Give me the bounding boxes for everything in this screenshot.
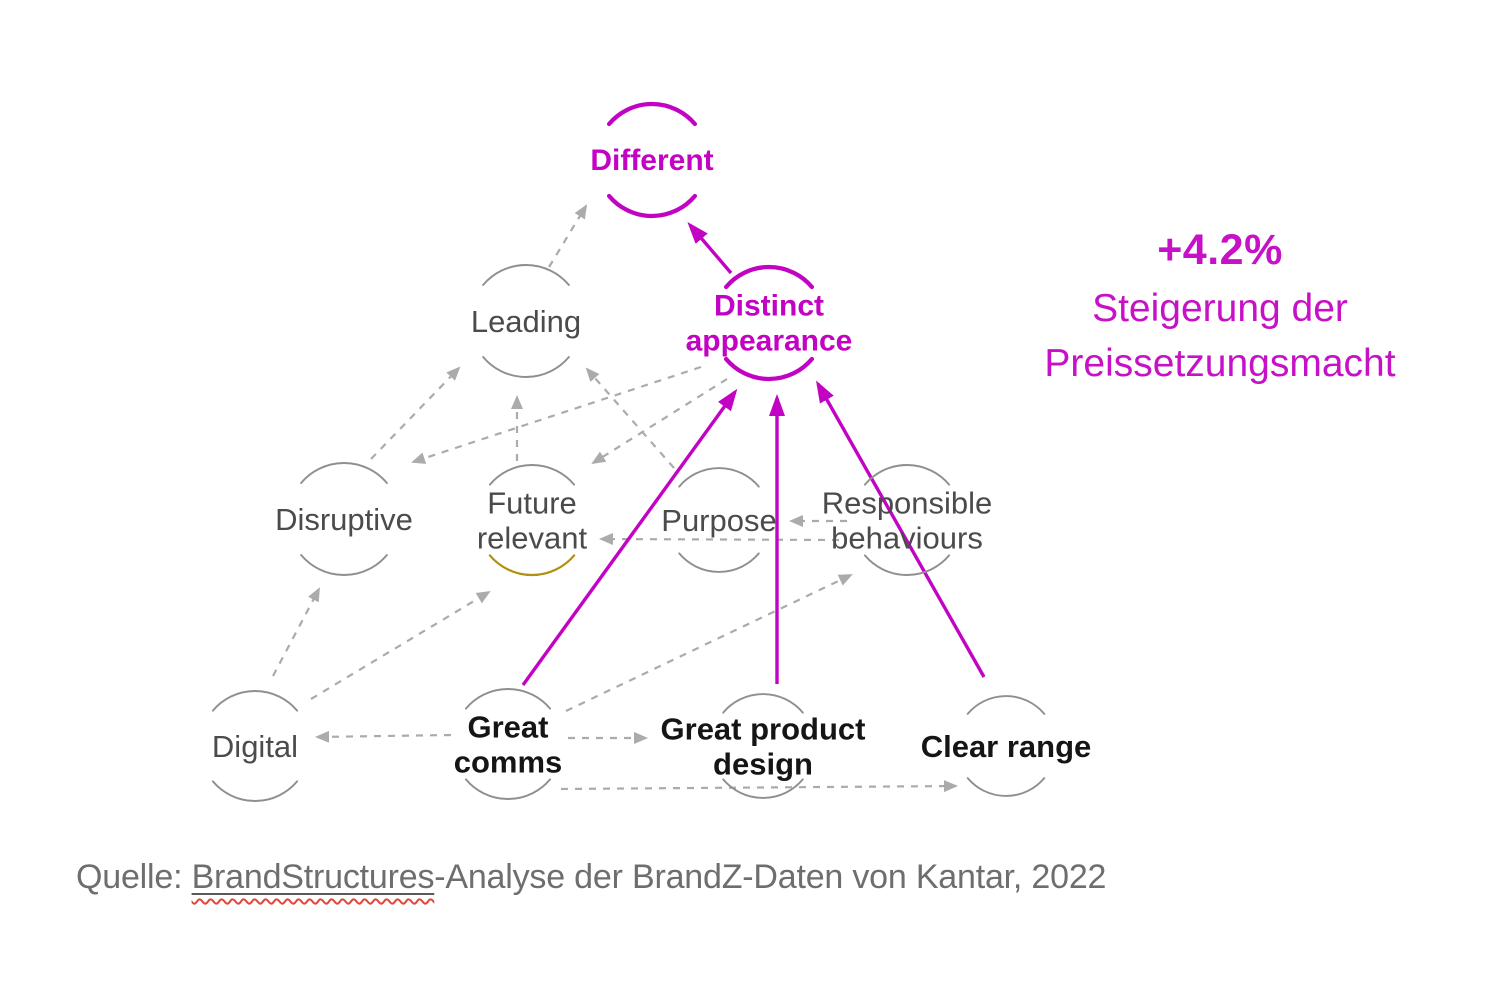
- node-purpose-top-arc: [678, 467, 760, 488]
- callout-value: +4.2%: [1157, 226, 1283, 274]
- edge-distinct-appearance-to-different: [687, 221, 733, 275]
- node-different-label: Different: [590, 144, 713, 177]
- source-line: Quelle: BrandStructures-Analyse der Bran…: [76, 858, 1416, 897]
- node-leading-top-arc: [482, 264, 570, 286]
- node-purpose-label: Purpose: [661, 503, 776, 538]
- edge-digital-to-future-relevant: [310, 590, 491, 700]
- node-great-comms-top-arc: [464, 688, 552, 710]
- edge-distinct-appearance-to-future-relevant: [591, 378, 728, 465]
- node-purpose-bottom-arc: [678, 552, 760, 573]
- node-leading: Leading: [471, 264, 581, 378]
- node-distinct-appearance-top-arc: [723, 264, 815, 290]
- callout-line2: Preissetzungsmacht: [1044, 342, 1396, 386]
- node-disruptive-bottom-arc: [300, 554, 388, 576]
- edge-disruptive-to-leading: [370, 366, 461, 460]
- node-disruptive: Disruptive: [275, 462, 413, 576]
- source-suffix: -Analyse der BrandZ-Daten von Kantar, 20…: [434, 858, 1107, 896]
- node-disruptive-label: Disruptive: [275, 502, 413, 537]
- edge-responsible-behaviours-to-future-relevant: [599, 533, 840, 546]
- node-digital-top-arc: [211, 690, 299, 712]
- edge-great-comms-to-clear-range: [560, 780, 958, 793]
- node-digital-bottom-arc: [211, 780, 299, 802]
- node-disruptive-top-arc: [300, 462, 388, 484]
- node-clear-range-bottom-arc: [966, 777, 1046, 797]
- edge-purpose-to-leading: [585, 367, 675, 469]
- pricing-power-callout: +4.2% Steigerung der Preissetzungsmacht: [970, 220, 1470, 392]
- edge-great-comms-to-responsible-behaviours: [565, 574, 853, 712]
- node-future-relevant-bottom-arc: [488, 554, 576, 577]
- node-digital-label: Digital: [212, 729, 298, 764]
- edges-layer: [272, 204, 986, 793]
- node-distinct-appearance-bottom-arc: [723, 356, 815, 382]
- node-future-relevant-top-arc: [488, 464, 576, 486]
- node-clear-range-top-arc: [966, 695, 1046, 715]
- edge-digital-to-disruptive: [272, 587, 320, 677]
- node-leading-label: Leading: [471, 304, 581, 339]
- source-prefix: Quelle:: [76, 858, 192, 896]
- edge-clear-range-to-distinct-appearance: [816, 380, 986, 678]
- node-leading-bottom-arc: [482, 356, 570, 378]
- edge-great-comms-to-digital: [315, 730, 452, 743]
- callout-line1: Steigerung der: [1092, 287, 1348, 331]
- node-great-comms-bottom-arc: [464, 778, 552, 800]
- edge-distinct-appearance-to-disruptive: [411, 365, 702, 464]
- source-brand-text: BrandStructures: [191, 858, 435, 896]
- node-purpose: Purpose: [661, 467, 777, 573]
- node-digital: Digital: [211, 690, 299, 802]
- node-great-product-design-top-arc: [722, 693, 804, 714]
- node-great-product-design-bottom-arc: [722, 778, 804, 799]
- node-different-top-arc: [606, 101, 698, 127]
- node-clear-range-label: Clear range: [921, 729, 1092, 764]
- node-responsible-behaviours-bottom-arc: [863, 554, 951, 576]
- node-responsible-behaviours-top-arc: [863, 464, 951, 486]
- node-clear-range: Clear range: [921, 695, 1092, 797]
- edge-great-comms-to-distinct-appearance: [521, 388, 738, 686]
- edge-leading-to-different: [548, 204, 588, 268]
- node-different-bottom-arc: [606, 193, 698, 219]
- node-different: Different: [590, 101, 714, 219]
- source-brand-link: BrandStructures: [192, 858, 435, 896]
